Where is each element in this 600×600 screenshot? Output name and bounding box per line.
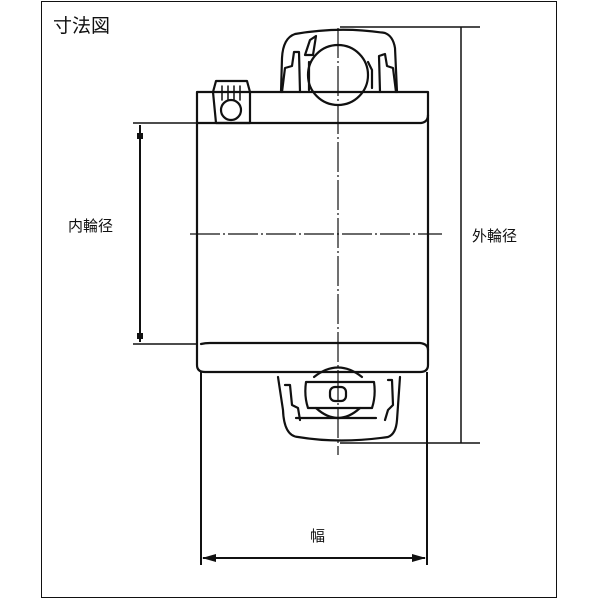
outer-ring-bottom <box>276 375 402 442</box>
drawing-frame <box>41 1 557 598</box>
outer-ring-top <box>279 28 399 94</box>
width-label: 幅 <box>310 527 326 545</box>
diagram-title: 寸法図 <box>53 15 111 37</box>
inner-ring-body <box>195 90 430 374</box>
set-screw <box>211 79 252 125</box>
outer-diameter-label: 外輪径 <box>472 227 518 245</box>
inner-diameter-label: 内輪径 <box>68 217 114 235</box>
